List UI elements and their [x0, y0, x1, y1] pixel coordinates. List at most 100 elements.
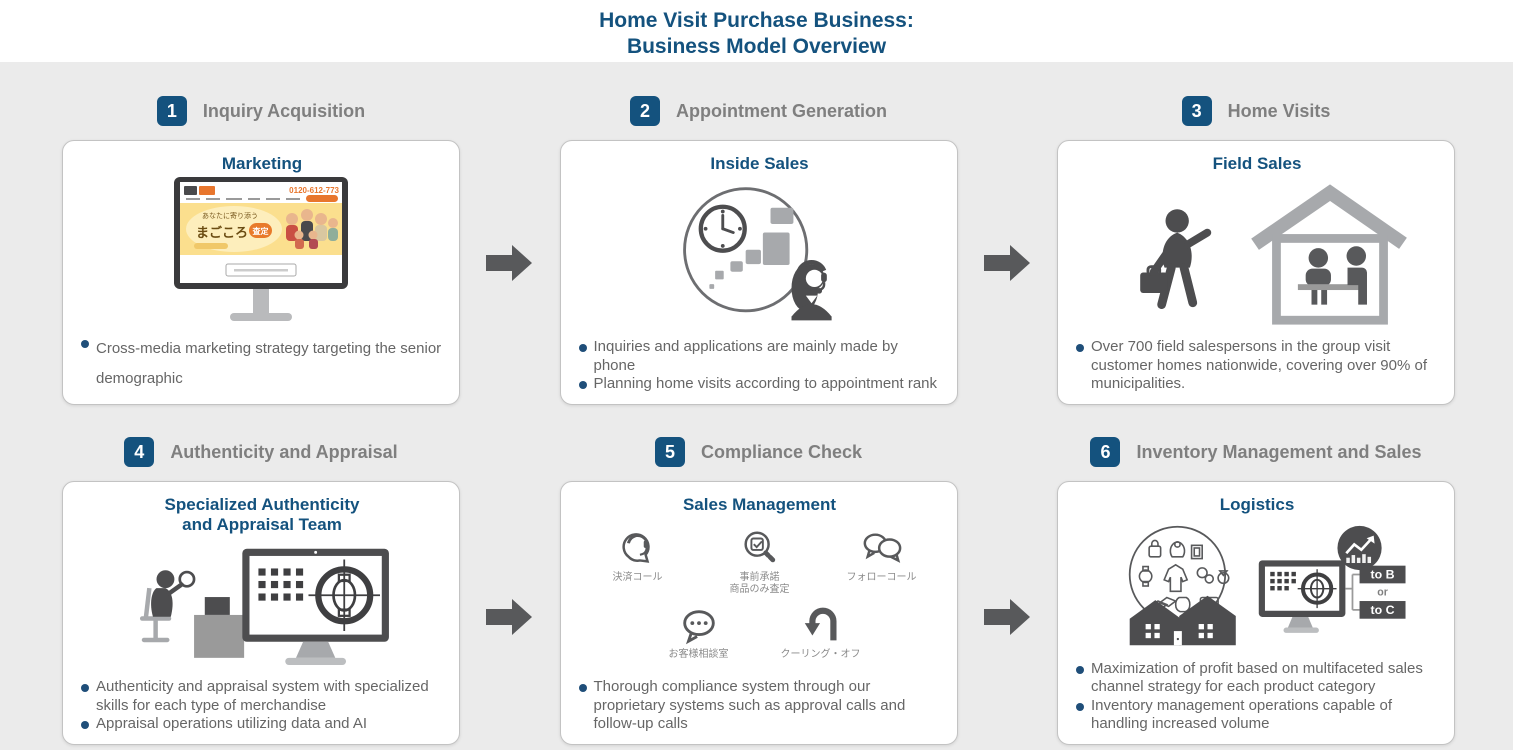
compliance-icon-item: クーリング・オフ	[773, 605, 869, 662]
logistics-icon: to B or to C	[1128, 526, 1406, 646]
icon-caption: お客様相談室	[668, 648, 729, 660]
channel-connector-lines	[1345, 573, 1360, 612]
inside-sales-card-title: Inside Sales	[710, 154, 809, 173]
page-title: Home Visit Purchase Business: Business M…	[0, 0, 1513, 62]
step-1-column: 1 Inquiry Acquisition Marketing 0120-612…	[62, 96, 460, 405]
step-1-header: 1 Inquiry Acquisition	[62, 96, 460, 126]
step-5-column: 5 Compliance Check Sales Management 決済コー…	[559, 437, 958, 745]
appraisal-illustration	[79, 535, 445, 676]
step-1-label: Inquiry Acquisition	[202, 100, 366, 121]
bullet-item: Inventory management operations capable …	[1074, 697, 1440, 734]
family-illustration-icon	[286, 209, 338, 250]
inside-sales-card: Inside Sales	[559, 140, 958, 405]
flow-arrow-icon	[984, 599, 1030, 635]
process-row-1: 1 Inquiry Acquisition Marketing 0120-612…	[62, 96, 1455, 405]
flow-arrow-icon	[486, 599, 532, 635]
inside-sales-bullets: Inquiries and applications are mainly ma…	[577, 338, 943, 394]
icon-caption: 決済コール	[612, 571, 663, 583]
pre-approved-appraisal-icon	[743, 531, 777, 564]
field-sales-card-title: Field Sales	[1212, 154, 1302, 173]
step-6-label: Inventory Management and Sales	[1136, 441, 1422, 462]
warehouse-items-icon	[1128, 526, 1236, 646]
compliance-icon-grid: 決済コール 事前承諾 商品のみ査定	[577, 515, 943, 676]
compliance-icon-item: 決済コール	[590, 528, 686, 597]
call-operator-icon	[791, 260, 832, 321]
page-title-line2: Business Model Overview	[626, 34, 887, 58]
field-sales-card: Field Sales	[1057, 140, 1455, 405]
step-3-badge: 3	[1181, 96, 1212, 126]
to-b-label: to B	[1371, 568, 1395, 582]
marketing-monitor-icon: 0120-612-773 あなたに寄り添う まごころ 査定	[174, 177, 348, 322]
step-6-badge: 6	[1090, 437, 1121, 467]
bullet-item: Authenticity and appraisal system with s…	[79, 678, 445, 715]
logistics-illustration: to B or to C	[1074, 515, 1440, 658]
site-tagline-text: あなたに寄り添う	[202, 211, 258, 220]
step-5-header: 5 Compliance Check	[560, 437, 958, 467]
step-2-label: Appointment Generation	[676, 100, 887, 121]
marketing-illustration: 0120-612-773 あなたに寄り添う まごころ 査定	[79, 174, 445, 332]
step-3-header: 3 Home Visits	[1057, 96, 1455, 126]
step-2-badge: 2	[630, 96, 660, 126]
bullet-item: Over 700 field salespersons in the group…	[1074, 338, 1440, 394]
home-visit-icon	[1140, 184, 1407, 325]
bullet-item: Thorough compliance system through our p…	[577, 678, 943, 734]
japan-map-icon	[708, 207, 793, 290]
field-sales-bullets: Over 700 field salespersons in the group…	[1074, 338, 1440, 394]
follow-call-icon	[863, 533, 901, 563]
field-sales-illustration	[1074, 174, 1440, 336]
step-4-column: 4 Authenticity and Appraisal Specialized…	[62, 437, 460, 745]
sales-management-card-title: Sales Management	[682, 495, 837, 514]
house-icon	[1251, 184, 1407, 325]
marketing-card: Marketing 0120-612-773 あなた	[62, 140, 460, 405]
marketing-bullets: Cross-media marketing strategy targeting…	[79, 334, 445, 394]
step-4-header: 4 Authenticity and Appraisal	[62, 437, 460, 467]
icon-caption: クーリング・オフ	[780, 648, 861, 660]
page-title-line1: Home Visit Purchase Business:	[599, 9, 914, 32]
logistics-card-title: Logistics	[1219, 495, 1295, 514]
process-row-2: 4 Authenticity and Appraisal Specialized…	[62, 437, 1455, 745]
scope-crosshair-icon	[308, 559, 380, 631]
icon-caption: フォローコール	[846, 571, 917, 583]
inside-sales-icon	[682, 187, 832, 321]
channel-monitor-icon	[1258, 560, 1346, 634]
flow-arrow-icon	[486, 245, 532, 281]
appraisal-team-card: Specialized Authenticity and Appraisal T…	[62, 481, 460, 745]
bullet-item: Planning home visits according to appoin…	[577, 375, 943, 394]
step-3-column: 3 Home Visits Field Sales	[1057, 96, 1455, 405]
customer-consultation-icon	[682, 610, 715, 645]
marketing-card-title: Marketing	[221, 154, 303, 173]
sales-management-bullets: Thorough compliance system through our p…	[577, 678, 943, 734]
step-5-label: Compliance Check	[700, 441, 863, 462]
step-3-label: Home Visits	[1227, 100, 1331, 121]
cooling-off-icon	[804, 607, 837, 641]
appraisal-workstation-icon	[139, 548, 389, 665]
site-phone-text: 0120-612-773	[289, 186, 339, 195]
step-6-header: 6 Inventory Management and Sales	[1057, 437, 1455, 467]
logistics-bullets: Maximization of profit based on multifac…	[1074, 660, 1440, 734]
appraisal-monitor-icon	[242, 548, 389, 665]
step-6-column: 6 Inventory Management and Sales Logisti…	[1057, 437, 1455, 745]
site-badge-text: 査定	[252, 226, 269, 236]
to-c-label: to C	[1371, 603, 1395, 617]
compliance-icon-item: フォローコール	[834, 528, 930, 597]
bullet-item: Inquiries and applications are mainly ma…	[577, 338, 943, 375]
bullet-item: Cross-media marketing strategy targeting…	[79, 334, 445, 394]
flow-arrow-icon	[984, 245, 1030, 281]
step-1-badge: 1	[156, 96, 187, 126]
clock-icon	[698, 204, 747, 253]
logistics-card: Logistics	[1057, 481, 1455, 745]
bullet-item: Maximization of profit based on multifac…	[1074, 660, 1440, 697]
bullet-item: Appraisal operations utilizing data and …	[79, 715, 445, 734]
step-2-header: 2 Appointment Generation	[560, 96, 958, 126]
warehouse-building-icon	[1129, 596, 1236, 646]
inside-sales-illustration	[577, 174, 943, 336]
sales-management-card: Sales Management 決済コール	[559, 481, 958, 745]
compliance-icon-item: お客様相談室	[651, 605, 747, 662]
step-2-column: 2 Appointment Generation Inside Sales	[559, 96, 958, 405]
appraiser-icon	[139, 569, 196, 642]
compliance-icon-item: 事前承諾 商品のみ査定	[712, 528, 808, 597]
appraisal-bullets: Authenticity and appraisal system with s…	[79, 678, 445, 734]
site-brand-text: まごころ	[196, 225, 248, 240]
step-5-badge: 5	[654, 437, 685, 467]
icon-caption: 事前承諾 商品のみ査定	[729, 571, 790, 596]
